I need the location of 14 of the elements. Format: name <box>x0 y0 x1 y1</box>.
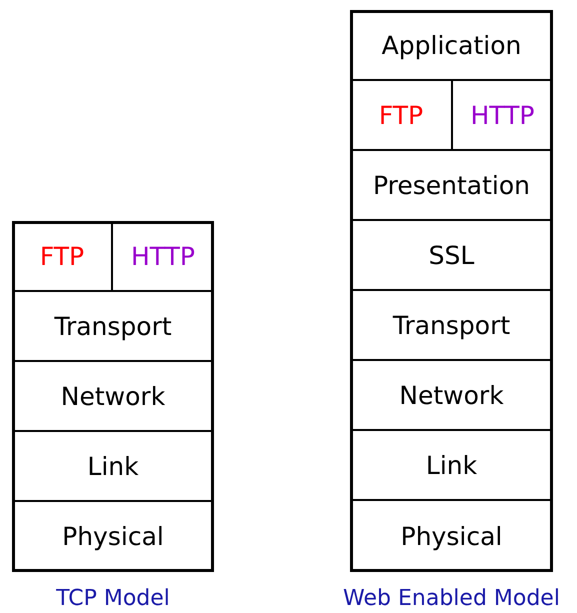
stack-caption: Web Enabled Model <box>342 586 561 611</box>
protocol-layer: Network <box>12 361 214 431</box>
protocol-layer: SSL <box>350 220 553 290</box>
protocol-layer: Presentation <box>350 150 553 220</box>
protocol-layer: FTP <box>350 80 452 150</box>
protocol-layer: Transport <box>350 290 553 360</box>
protocol-layer: HTTP <box>112 221 214 291</box>
stack-caption: TCP Model <box>55 586 171 611</box>
protocol-layer: Network <box>350 360 553 430</box>
protocol-layer: Link <box>350 430 553 500</box>
protocol-layer: Transport <box>12 291 214 361</box>
protocol-layer: FTP <box>12 221 112 291</box>
protocol-layer: Link <box>12 431 214 501</box>
protocol-layer: HTTP <box>452 80 553 150</box>
